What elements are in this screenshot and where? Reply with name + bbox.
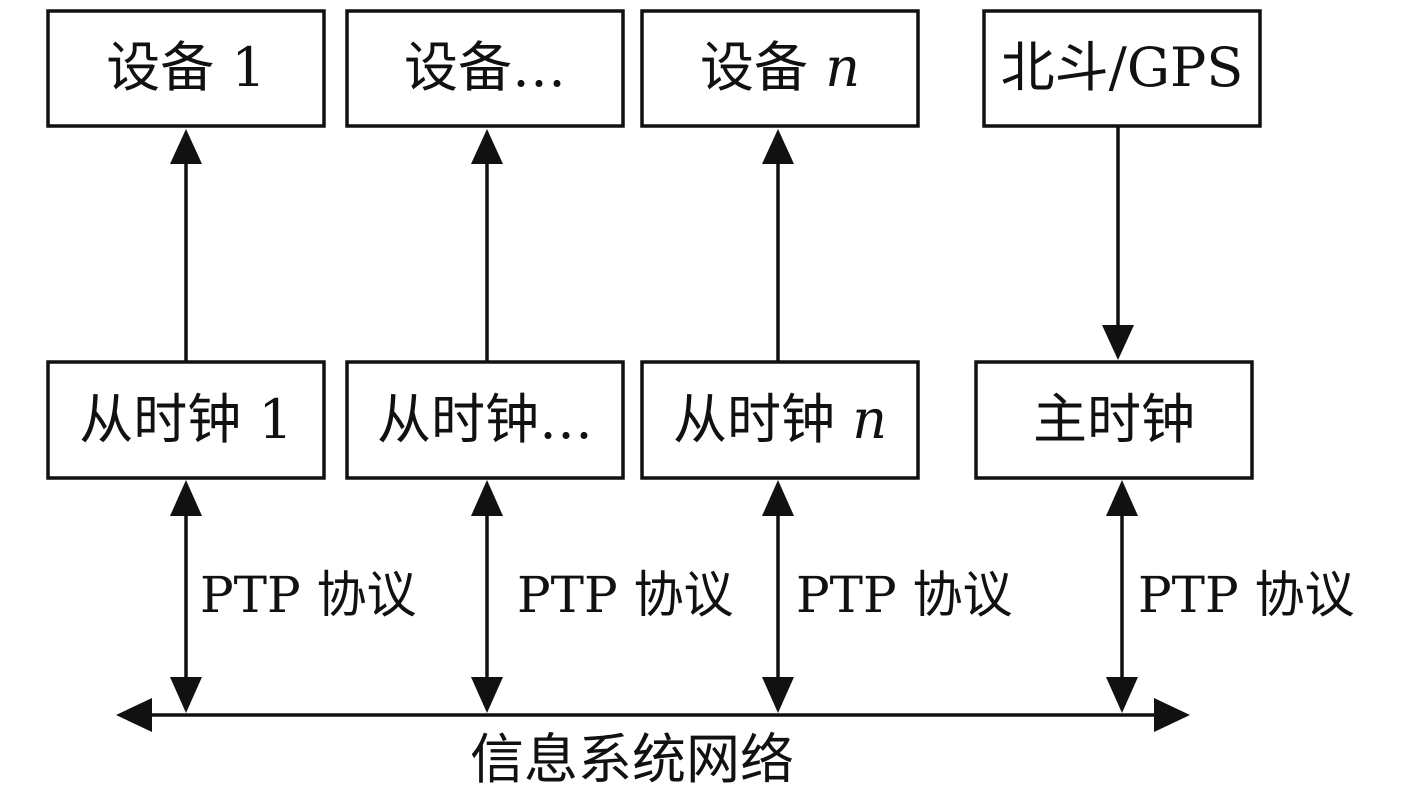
slave-clock-1-node: 从时钟 1 [46,360,326,480]
network-label: 信息系统网络 [470,728,794,791]
edge-slave-mid-to-device-mid [471,129,503,362]
device-n-label: 设备 n [700,36,860,99]
edge-ptp-slave-mid [471,480,503,713]
device-mid-label: 设备… [404,36,566,99]
device-1-label: 设备 1 [106,36,266,99]
beidou-gps-node: 北斗/GPS [982,9,1262,128]
slave-clock-n-node: 从时钟 n [640,360,920,480]
edge-ptp-slave-n [762,480,794,713]
ptp-label-3: PTP 协议 [796,566,1013,624]
ptp-label-2: PTP 协议 [517,566,734,624]
beidou-gps-label: 北斗/GPS [1001,36,1244,99]
slave-clock-mid-node: 从时钟… [345,360,625,480]
slave-clock-n-label: 从时钟 n [673,388,887,451]
edge-ptp-master [1106,480,1138,713]
master-clock-node: 主时钟 [974,360,1254,480]
edge-slave-1-to-device-1 [170,129,202,362]
ptp-label-1: PTP 协议 [200,566,417,624]
device-n-node: 设备 n [640,9,920,128]
network-bus [116,698,1190,732]
device-1-node: 设备 1 [46,9,326,128]
master-clock-label: 主时钟 [1033,388,1195,451]
edge-gps-to-master-clock [1102,126,1134,360]
edge-ptp-slave-1 [170,480,202,713]
slave-clock-1-label: 从时钟 1 [79,388,293,451]
ptp-label-4: PTP 协议 [1138,566,1355,624]
slave-clock-mid-label: 从时钟… [377,388,593,451]
device-mid-node: 设备… [345,9,625,128]
edge-slave-n-to-device-n [762,129,794,362]
